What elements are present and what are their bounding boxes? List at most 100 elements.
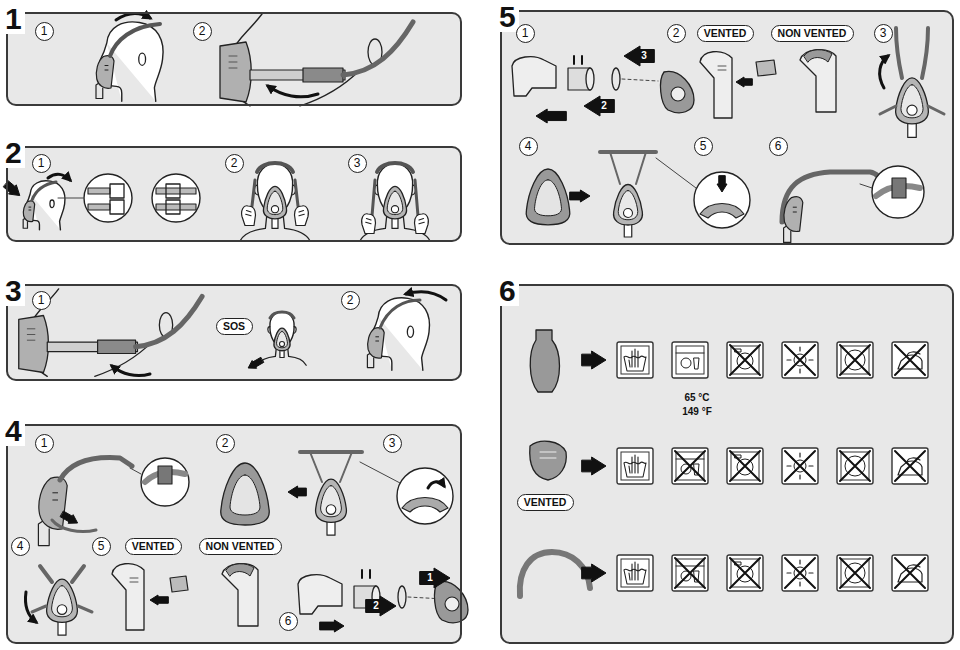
block-arrow (736, 77, 752, 87)
figure (782, 342, 818, 378)
care-symbol-box (782, 448, 818, 484)
figure (366, 596, 396, 616)
hand (362, 214, 376, 234)
figure (526, 169, 570, 225)
callout-circle: 2 (193, 22, 212, 41)
dish (681, 358, 691, 368)
figure (220, 14, 413, 106)
callout-circle: 2 (667, 24, 686, 43)
vent-cap (756, 60, 776, 76)
mask-frame (368, 328, 385, 358)
callout-number: 1 (38, 294, 45, 306)
hand (362, 214, 376, 234)
hand (295, 206, 309, 226)
elbow (222, 564, 258, 626)
frame-port (445, 597, 459, 611)
callout-circle: 4 (519, 137, 538, 156)
temperature-label: 65 °C (684, 393, 709, 403)
curved-arrow (268, 86, 318, 97)
care-symbol-inner (841, 559, 869, 587)
clip (166, 184, 180, 214)
figure (800, 50, 836, 112)
callout-number: 5 (98, 540, 105, 552)
zoom-circle (694, 172, 750, 228)
callout-circle: 6 (279, 612, 298, 631)
elbow (57, 605, 67, 615)
block-arrow (420, 568, 450, 588)
figure (246, 356, 264, 372)
cross (730, 558, 760, 588)
care-symbol-box (617, 342, 653, 378)
strap (40, 566, 84, 582)
curved-arrow (112, 366, 150, 376)
cross (730, 345, 760, 375)
vent-cap (170, 576, 188, 592)
elbow (800, 50, 836, 112)
block-arrow (582, 457, 606, 475)
mask-frame (19, 316, 49, 373)
figure (784, 197, 803, 243)
zoom-circle (152, 174, 200, 222)
figure (661, 71, 694, 112)
dashed-axis (622, 79, 658, 81)
figure (582, 457, 606, 475)
elbow (326, 505, 336, 515)
care-symbol-box (782, 342, 818, 378)
figure (672, 555, 708, 591)
callout-circle: 6 (769, 137, 788, 156)
variant-label: VENTED (704, 28, 747, 39)
curved-arrow (116, 14, 150, 20)
callout-circle: 4 (11, 537, 30, 556)
block-arrow (246, 356, 264, 372)
care-symbol-box (782, 555, 818, 591)
elbow-cap (804, 50, 832, 62)
callout-number: 4 (525, 140, 532, 152)
elbow (298, 575, 342, 614)
care-symbol-box (672, 555, 708, 591)
cushion (221, 463, 270, 525)
block-arrow (320, 620, 344, 632)
figure (258, 312, 306, 365)
figure (837, 448, 873, 484)
figure (221, 463, 270, 525)
callout-number: 4 (17, 540, 24, 552)
figure (263, 186, 286, 228)
block-arrow (570, 190, 590, 202)
callout-number: 1 (522, 27, 529, 39)
callout-circle: 5 (92, 537, 111, 556)
block-arrow (717, 176, 727, 192)
dishwasher-panel (676, 353, 704, 354)
callout-number: 2 (199, 25, 206, 37)
mask-frame (661, 71, 694, 112)
elbow (907, 105, 917, 115)
figure (367, 328, 384, 368)
elbow (624, 209, 633, 218)
cross (895, 558, 925, 588)
step-number: 2 (2, 138, 25, 168)
vent (53, 493, 58, 500)
elbow-cap (226, 564, 254, 576)
mask-frame (96, 56, 114, 89)
figure (570, 190, 590, 202)
variant-label: SOS (223, 321, 245, 332)
hand (629, 562, 638, 580)
ear (407, 326, 413, 337)
care-symbol-box (617, 448, 653, 484)
callout-number: 6 (775, 140, 782, 152)
figure (782, 555, 818, 591)
callout-circle: 3 (348, 154, 367, 173)
care-symbol-box (672, 342, 708, 378)
elbow (700, 52, 732, 118)
small-arrow (574, 56, 582, 64)
figure (700, 52, 732, 118)
cross (785, 451, 815, 481)
callout-number: 1 (41, 25, 48, 37)
care-symbol-inner (676, 452, 704, 480)
zoom-circle (84, 174, 132, 222)
figure (435, 581, 468, 622)
callout-number: 3 (354, 157, 361, 169)
figure (727, 555, 763, 591)
elbow (271, 206, 278, 213)
figure (582, 564, 606, 582)
step-panel: 112 (6, 12, 462, 106)
